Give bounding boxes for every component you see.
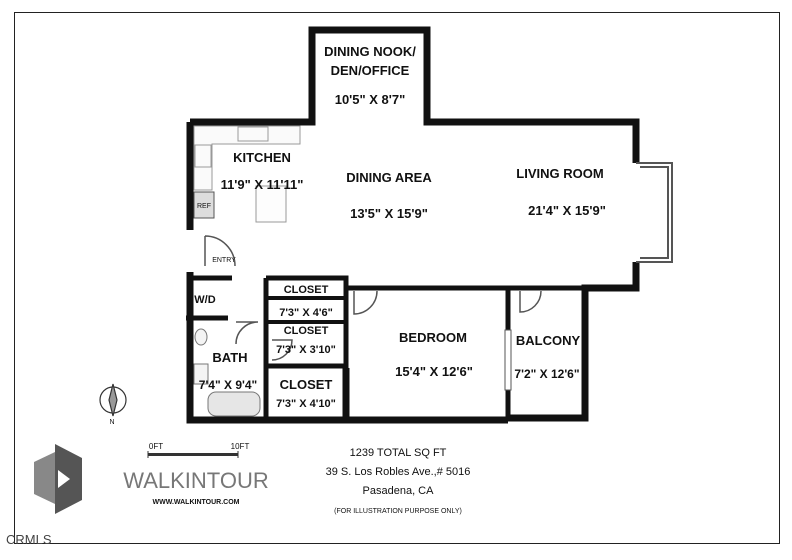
stove-icon — [194, 144, 212, 168]
bedroom-dims: 15'4" X 12'6" — [395, 364, 473, 379]
bath-fixtures — [193, 328, 261, 417]
compass-north: N — [109, 419, 114, 426]
dining-nook-dims: 10'5" X 8'7" — [335, 92, 406, 107]
balcony-dims: 7'2" X 12'6" — [514, 367, 579, 381]
sink-cabinet — [193, 363, 209, 385]
closet-3-name: CLOSET — [280, 377, 333, 392]
brand-name: WALKINTOUR — [123, 468, 268, 493]
walls — [186, 26, 640, 424]
closet-2-name: CLOSET — [284, 325, 329, 337]
city: Pasadena, CA — [363, 485, 435, 497]
room-labels: DINING NOOK/ DEN/OFFICE 10'5" X 8'7" KIT… — [194, 44, 606, 410]
dining-area-name: DINING AREA — [346, 170, 432, 185]
kitchen-island — [255, 185, 287, 223]
doors — [204, 235, 542, 361]
entry-label: ENTRY — [212, 257, 236, 264]
scale-bar: 0FT 10FT — [147, 442, 250, 458]
fridge — [193, 191, 215, 219]
kitchen-dims: 11'9" X 11'11" — [221, 177, 304, 192]
dining-nook-name-2: DEN/OFFICE — [331, 63, 410, 78]
kitchen-counters — [193, 125, 301, 223]
closet-1-dims: 7'3" X 4'6" — [279, 307, 333, 319]
bath-door — [235, 321, 259, 345]
page-border — [14, 12, 780, 544]
bath-name: BATH — [212, 350, 247, 365]
bedroom-name: BEDROOM — [399, 330, 467, 345]
property-info: 1239 TOTAL SQ FT 39 S. Los Robles Ave.,#… — [326, 447, 471, 515]
disclaimer: (FOR ILLUSTRATION PURPOSE ONLY) — [334, 508, 462, 515]
scale-start: 0FT — [149, 442, 163, 451]
closet-2-dims: 7'3" X 3'10" — [276, 344, 336, 356]
fridge-label: REF — [197, 203, 211, 210]
bedroom-door — [353, 290, 378, 315]
bathtub-icon — [207, 391, 261, 417]
nook-opening — [318, 119, 410, 125]
living-room-name: LIVING ROOM — [516, 166, 603, 181]
living-room-dims: 21'4" X 15'9" — [528, 203, 606, 218]
walkintour-logo: WALKINTOUR WWW.WALKINTOUR.COM — [34, 444, 269, 514]
bath-dims: 7'4" X 9'4" — [199, 378, 257, 392]
sink-icon — [237, 126, 269, 142]
compass: N — [99, 383, 127, 426]
washer-dryer-label: W/D — [194, 294, 215, 306]
balcony-door — [519, 290, 542, 313]
closet-door — [271, 339, 293, 361]
kitchen-name: KITCHEN — [233, 150, 291, 165]
dining-area-dims: 13'5" X 15'9" — [350, 206, 428, 221]
toilet-icon — [194, 328, 208, 346]
entry-door — [204, 235, 236, 267]
bay-window — [636, 162, 673, 263]
watermark: CRMLS — [6, 532, 52, 547]
dining-nook-name-1: DINING NOOK/ — [324, 44, 416, 59]
balcony-name: BALCONY — [516, 333, 581, 348]
address: 39 S. Los Robles Ave.,# 5016 — [326, 466, 471, 478]
closet-1-name: CLOSET — [284, 284, 329, 296]
scale-end: 10FT — [231, 442, 250, 451]
total-sqft: 1239 TOTAL SQ FT — [350, 447, 447, 459]
closet-3-dims: 7'3" X 4'10" — [276, 398, 336, 410]
brand-url: WWW.WALKINTOUR.COM — [153, 499, 240, 506]
balcony-window — [504, 329, 512, 391]
